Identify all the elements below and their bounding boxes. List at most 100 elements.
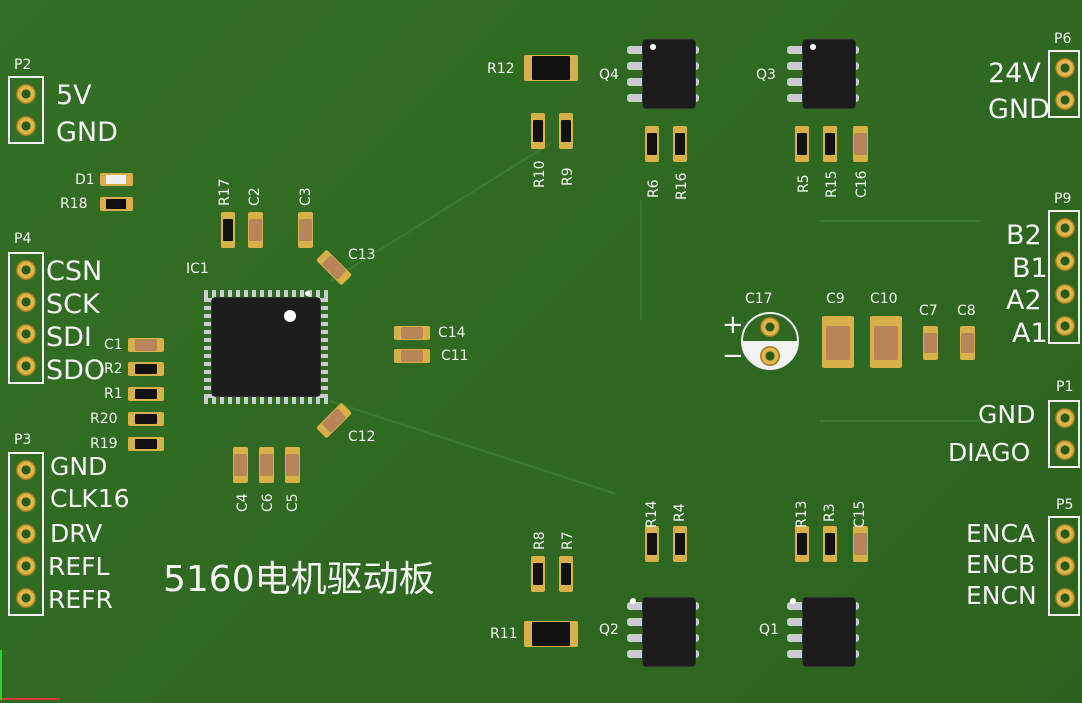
- c5-label: C5: [285, 493, 301, 512]
- c17-minus-mark: −: [722, 341, 744, 371]
- r2-label: R2: [104, 361, 123, 377]
- r19-label: R19: [90, 436, 118, 452]
- c8-label: C8: [957, 303, 976, 319]
- r12-body: [532, 56, 570, 80]
- p5-pin-1: [1055, 524, 1075, 544]
- c1-body: [135, 339, 157, 351]
- p5-pin-2: [1055, 556, 1075, 576]
- trace: [329, 400, 616, 495]
- r16-label: R16: [674, 172, 690, 200]
- r1-body: [135, 389, 157, 399]
- q4-body: [643, 40, 695, 108]
- p9-label: P9: [1054, 191, 1072, 207]
- p9-header: [1048, 210, 1080, 344]
- c5-body: [286, 454, 299, 476]
- p1-pin-2-label: DIAGO: [948, 438, 1031, 467]
- c11-label: C11: [441, 348, 469, 364]
- p4-pin-3: [16, 324, 36, 344]
- r2-body: [135, 364, 157, 374]
- p9-pin-1: [1055, 218, 1075, 238]
- p5-pin-1-label: ENCA: [966, 519, 1036, 548]
- p3-pin-3: [16, 524, 36, 544]
- p4-pin-1: [16, 260, 36, 280]
- r19-body: [135, 439, 157, 449]
- p3-pin-4: [16, 556, 36, 576]
- p3-pin-5-label: REFR: [48, 585, 113, 614]
- q4-label: Q4: [599, 67, 619, 83]
- p4-label: P4: [14, 231, 32, 247]
- trace: [820, 220, 980, 222]
- p2-pin-1-label: 5V: [56, 80, 92, 111]
- r3-label: R3: [822, 503, 838, 522]
- c2-label: C2: [247, 187, 263, 206]
- c14-label: C14: [438, 325, 466, 341]
- r13-label: R13: [794, 500, 810, 528]
- r9-label: R9: [560, 167, 576, 186]
- c17-plus-mark: +: [722, 310, 744, 340]
- r1-label: R1: [104, 386, 123, 402]
- c10-label: C10: [870, 291, 898, 307]
- p4-pin-3-label: SDI: [46, 322, 92, 353]
- p5-pin-2-label: ENCB: [966, 550, 1036, 579]
- c14-body: [401, 327, 423, 339]
- p2-pin-2-label: GND: [56, 117, 118, 148]
- r16-body: [675, 133, 685, 155]
- r4-label: R4: [672, 503, 688, 522]
- p5-pin-3-label: ENCN: [966, 581, 1037, 610]
- p6-header: [1048, 50, 1080, 118]
- r7-label: R7: [560, 531, 576, 550]
- c13-label: C13: [348, 247, 376, 263]
- c11-body: [401, 350, 423, 362]
- c1-label: C1: [104, 337, 123, 353]
- p3-pin-5: [16, 588, 36, 608]
- p3-pin-2-label: CLK16: [50, 484, 130, 513]
- c8-body: [961, 333, 974, 353]
- p3-header: [8, 452, 44, 616]
- r10-body: [533, 120, 543, 142]
- q1-pin1-dot: [790, 598, 796, 604]
- p2-pin-1: [16, 84, 36, 104]
- r11-label: R11: [490, 626, 518, 642]
- p3-label: P3: [14, 432, 32, 448]
- r12-label: R12: [487, 61, 515, 77]
- c16-label: C16: [854, 170, 870, 198]
- r6-label: R6: [646, 179, 662, 198]
- c10-body: [874, 326, 898, 360]
- p3-pin-4-label: REFL: [48, 552, 110, 581]
- c3-label: C3: [298, 187, 314, 206]
- c9-body: [826, 326, 850, 360]
- p6-pin-1-label: 24V: [988, 58, 1041, 89]
- r5-body: [797, 133, 807, 155]
- origin-y-axis: [0, 650, 2, 700]
- origin-x-axis: [0, 698, 60, 700]
- c4-label: C4: [235, 493, 251, 512]
- c6-body: [260, 454, 273, 476]
- p1-pin-2: [1055, 440, 1075, 460]
- p4-pin-2-label: SCK: [46, 289, 100, 320]
- p3-pin-3-label: DRV: [50, 519, 103, 548]
- r4-body: [675, 533, 685, 555]
- q2-body: [643, 598, 695, 666]
- ic1-pin1-dot: [284, 310, 296, 322]
- p3-pin-2: [16, 492, 36, 512]
- p9-pin-4: [1055, 316, 1075, 336]
- p5-label: P5: [1056, 497, 1074, 513]
- r5-label: R5: [796, 174, 812, 193]
- c3-body: [299, 219, 312, 241]
- r17-label: R17: [217, 178, 233, 206]
- p6-pin-2-label: GND: [988, 94, 1050, 125]
- p5-pin-3: [1055, 588, 1075, 608]
- c17-pin-minus: [760, 346, 780, 366]
- r11-body: [532, 622, 570, 646]
- r18-body: [106, 199, 126, 209]
- p9-pin-4-label: A1: [1012, 318, 1048, 349]
- p5-header: [1048, 516, 1080, 616]
- c17-pin-plus: [760, 317, 780, 337]
- d1-led: [106, 175, 126, 184]
- p2-label: P2: [14, 57, 32, 73]
- p1-label: P1: [1056, 379, 1074, 395]
- c16-body: [854, 133, 867, 155]
- q2-pin1-dot: [630, 598, 636, 604]
- board-title: 5160电机驱动板: [163, 559, 435, 600]
- c2-body: [249, 219, 262, 241]
